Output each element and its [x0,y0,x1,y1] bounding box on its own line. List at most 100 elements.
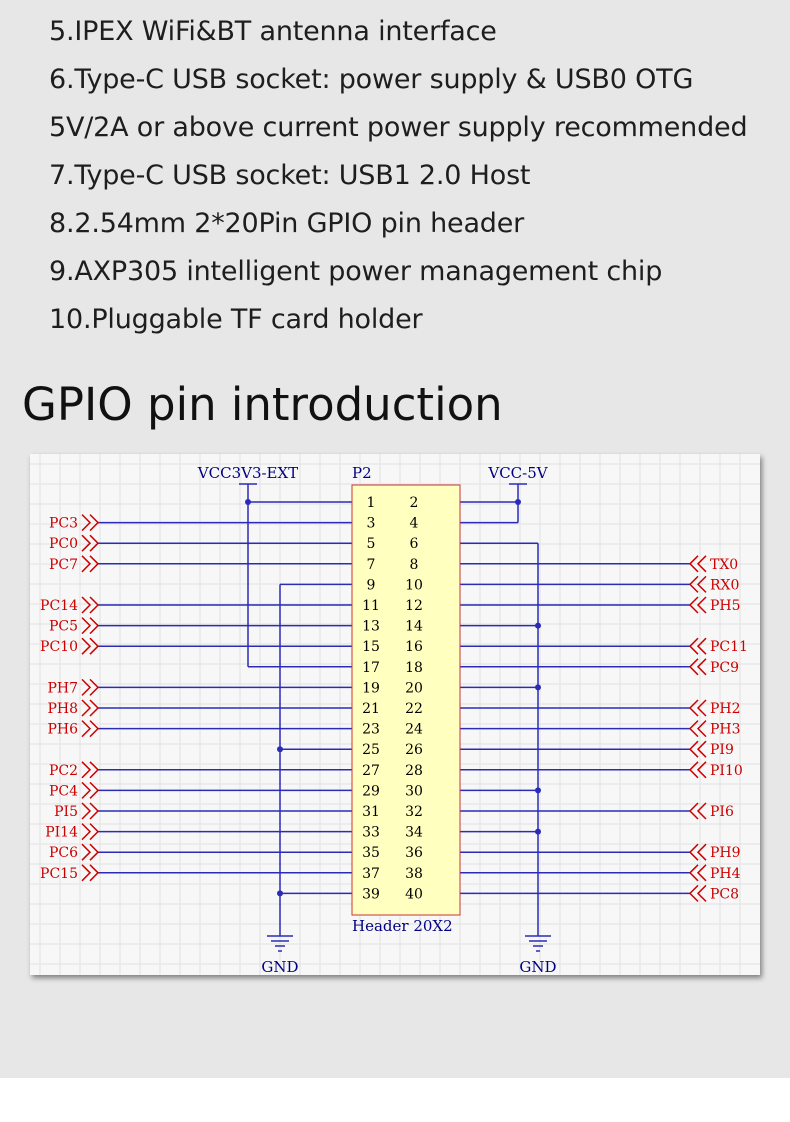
net-label-left: PC5 [49,619,78,635]
junction-dot [535,684,541,691]
net-port-chevron [81,699,100,717]
net-port-chevron [81,596,100,614]
pin-number: 13 [362,619,380,635]
junction-dot [277,746,283,753]
net-label-right: PC8 [710,886,739,902]
pin-number: 6 [410,536,419,552]
pin-number: 34 [405,825,423,841]
pin-number: 37 [362,866,380,882]
junction-dot [277,890,283,897]
pin-number: 5 [367,536,376,552]
pin-number: 15 [362,639,380,655]
pin-number: 18 [405,660,423,676]
net-label-left: PC15 [40,866,78,882]
junction-dot [535,828,541,835]
pin-number: 8 [410,557,419,573]
pin-number: 7 [367,557,376,573]
power-symbols: VCC3V3-EXT VCC-5V P2 Header 20X2 GND GND [197,464,557,975]
net-port-chevron [688,884,707,902]
junction-dot [535,622,541,629]
power-label-vcc3v3: VCC3V3-EXT [197,464,298,482]
gnd-label-right: GND [519,958,556,975]
junction-dot [245,499,251,505]
pin-number: 39 [362,886,380,902]
pin-number: 40 [405,886,423,902]
net-label-right: TX0 [710,557,738,573]
net-port-chevron [81,720,100,738]
net-port-chevron [688,699,707,717]
pin-number: 17 [362,660,380,676]
net-label-right: PI6 [710,804,734,820]
pin-number: 19 [362,680,380,696]
power-label-vcc5v: VCC-5V [487,464,548,482]
net-label-right: PH4 [710,866,741,882]
pin-number: 32 [405,804,423,820]
net-label-right: PI10 [710,763,743,779]
header-body [351,484,461,916]
pin-number: 23 [362,722,380,738]
feature-item: 10.Pluggable TF card holder [49,304,423,335]
pin-number: 22 [405,701,423,717]
net-port-chevron [81,514,100,532]
net-port-chevron [81,781,100,799]
net-label-right: PC11 [710,639,748,655]
net-port-chevron [688,637,707,655]
net-port-chevron [688,740,707,758]
pin-number: 26 [405,742,423,758]
net-port-chevron [81,678,100,696]
net-label-right: PI9 [710,742,734,758]
feature-item: 7.Type-C USB socket: USB1 2.0 Host [49,160,531,191]
pin-number: 9 [367,577,376,593]
net-port-chevron [81,534,100,552]
net-label-right: PH9 [710,845,741,861]
pin-number: 1 [367,495,376,511]
pin-number: 25 [362,742,380,758]
pin-number: 30 [405,783,423,799]
net-port-chevron [688,555,707,573]
net-label-left: PH8 [47,701,78,717]
section-title: GPIO pin introduction [22,378,503,431]
pin-number: 31 [362,804,380,820]
junction-dot [515,499,521,505]
net-port-chevron [688,596,707,614]
net-label-right: PH5 [710,598,741,614]
net-port-chevron [81,617,100,635]
net-label-left: PH6 [47,722,78,738]
net-port-chevron [81,843,100,861]
net-port-chevron [81,637,100,655]
net-port-chevron [688,761,707,779]
net-label-left: PH7 [47,680,78,696]
pin-number: 11 [362,598,380,614]
net-port-chevron [81,802,100,820]
net-port-chevron [81,555,100,573]
net-port-chevron [81,761,100,779]
net-port-chevron [688,864,707,882]
net-label-right: PH2 [710,701,741,717]
net-label-left: PC3 [49,516,78,532]
net-label-left: PI14 [45,825,78,841]
pin-number: 29 [362,783,380,799]
pin-number: 2 [410,495,419,511]
pin-number: 3 [367,516,376,532]
pin-number: 16 [405,639,423,655]
net-label-left: PI5 [54,804,78,820]
net-label-right: RX0 [710,577,739,593]
net-port-chevron [688,802,707,820]
pin-number: 27 [362,763,380,779]
feature-item: 9.AXP305 intelligent power management ch… [49,256,663,287]
pin-number: 24 [405,722,423,738]
pin-number: 12 [405,598,423,614]
pin-number: 14 [405,619,423,635]
net-label-left: PC14 [40,598,78,614]
pin-number: 21 [362,701,380,717]
net-label-left: PC10 [40,639,78,655]
pin-number: 35 [362,845,380,861]
net-label-left: PC7 [49,557,78,573]
pin-number: 38 [405,866,423,882]
feature-item: 5V/2A or above current power supply reco… [49,112,748,143]
net-label-left: PC4 [49,783,78,799]
